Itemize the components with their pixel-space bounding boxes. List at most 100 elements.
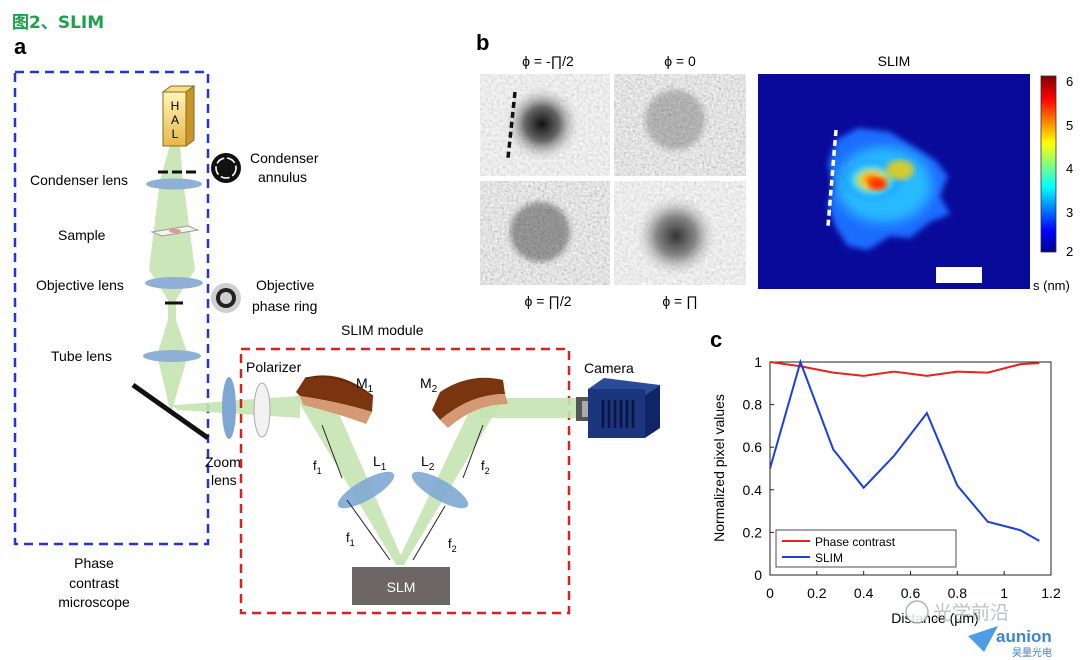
m2-letter: M <box>420 375 432 391</box>
f2-lower-label: f2 <box>448 536 457 554</box>
beam-m1-slm <box>295 393 405 565</box>
series-line-slim <box>769 358 1040 542</box>
phase-label-minus-half-pi: ϕ = -∏/2 <box>522 53 574 69</box>
m2-subscript: 2 <box>432 384 438 395</box>
sample-spot <box>169 229 181 233</box>
panel-b-letter: b <box>476 30 489 55</box>
microscope-caption-2: contrast <box>69 575 119 591</box>
microscope-caption-1: Phase <box>74 555 114 571</box>
x-tick-label: 0.6 <box>901 585 921 601</box>
condenser-annulus-label-1: Condenser <box>250 150 319 166</box>
y-axis-label: Normalized pixel values <box>711 394 727 542</box>
zoom-lens-shape <box>222 377 236 439</box>
phase-ring-label-1: Objective <box>256 277 315 293</box>
camera-shape <box>576 378 660 438</box>
f1-lower-letter: f <box>346 530 350 545</box>
hal-letter-l: L <box>172 127 179 141</box>
mirror-m2 <box>432 377 508 428</box>
l2-letter: L <box>421 453 429 469</box>
lens-l2-shape <box>411 471 469 509</box>
condenser-annulus-icon <box>211 153 241 183</box>
y-tick-label: 0.8 <box>743 397 763 413</box>
panel-b: b ϕ = -∏/2 ϕ = 0 ϕ = ∏/2 ϕ = ∏ SLIM <box>476 30 1073 309</box>
x-tick-label: 0 <box>766 585 774 601</box>
sample-label: Sample <box>58 227 106 243</box>
condenser-lens-shape <box>146 178 202 190</box>
f1-upper-letter: f <box>313 458 317 473</box>
phase-image-minus-half-pi <box>480 74 610 176</box>
f1-lower-subscript: 1 <box>350 538 355 548</box>
m2-label: M2 <box>420 375 438 395</box>
tube-lens-shape <box>143 350 201 362</box>
f2-lower-subscript: 2 <box>452 544 457 554</box>
objective-lens-label: Objective lens <box>36 277 124 293</box>
slim-module-label: SLIM module <box>341 322 424 338</box>
watermark-brand: aunion <box>996 627 1052 646</box>
condenser-lens-label: Condenser lens <box>30 172 128 188</box>
tube-lens-label: Tube lens <box>51 348 112 364</box>
x-tick-label: 0.8 <box>948 585 968 601</box>
panel-c-letter: c <box>710 327 722 352</box>
f2-upper-letter: f <box>481 458 485 473</box>
mirror-m1 <box>296 375 374 424</box>
zoom-lens-label-2: lens <box>211 472 237 488</box>
y-tick-label: 0.4 <box>743 482 763 498</box>
x-tick-label: 1.2 <box>1041 585 1061 601</box>
hal-lamp: H A L <box>161 85 196 147</box>
f1-upper-subscript: 1 <box>317 466 322 476</box>
phase-label-half-pi: ϕ = ∏/2 <box>525 293 572 309</box>
y-tick-label: 0.2 <box>743 524 763 540</box>
figure-title: 图2、SLIM <box>12 13 105 33</box>
objective-phase-ring-icon <box>211 283 241 313</box>
l2-label: L2 <box>421 453 435 473</box>
f2-lower-letter: f <box>448 536 452 551</box>
focal-arrows <box>321 424 484 561</box>
watermark-wechat-text: 光学前沿 <box>933 602 1009 624</box>
l1-letter: L <box>373 453 381 469</box>
slm-device <box>352 567 450 605</box>
l2-subscript: 2 <box>429 462 435 473</box>
colorbar <box>1040 75 1057 253</box>
y-tick-label: 0.6 <box>743 439 763 455</box>
colorbar-tick-4: 4 <box>1066 161 1073 176</box>
colorbar-tick-2: 2 <box>1066 244 1073 259</box>
polarizer-shape <box>253 382 271 438</box>
colorbar-tick-3: 3 <box>1066 205 1073 220</box>
series-line-phase-contrast <box>769 361 1040 377</box>
m1-label: M1 <box>356 375 374 395</box>
colorbar-tick-6: 6 <box>1066 74 1073 89</box>
slim-map-title: SLIM <box>878 53 911 69</box>
aunion-logo-icon <box>968 626 998 652</box>
zoom-lens-label-1: Zoom <box>205 454 241 470</box>
x-tick-label: 1 <box>1000 585 1008 601</box>
slm-label: SLM <box>387 579 416 595</box>
beam-slm-m2 <box>396 393 505 565</box>
panel-a: a H A L Condenser annulus Condenser lens… <box>13 34 660 615</box>
phase-image-half-pi <box>480 181 610 285</box>
microscope-caption-3: microscope <box>58 594 130 610</box>
hal-letter-h: H <box>171 99 180 113</box>
f1-lower-label: f1 <box>346 530 355 548</box>
watermark: 光学前沿 aunion 昊量光电 <box>905 600 1052 659</box>
f1-upper-label: f1 <box>313 458 322 476</box>
legend-label-phase-contrast: Phase contrast <box>815 535 896 549</box>
slim-map <box>758 74 1030 289</box>
polarizer-label: Polarizer <box>246 359 302 375</box>
m1-subscript: 1 <box>368 384 374 395</box>
phase-label-zero: ϕ = 0 <box>664 53 696 69</box>
m1-letter: M <box>356 375 368 391</box>
condenser-annulus-label-2: annulus <box>258 169 307 185</box>
x-tick-label: 0.4 <box>854 585 874 601</box>
y-tick-label: 0 <box>754 567 762 583</box>
camera-label: Camera <box>584 360 634 376</box>
lens-l1-shape <box>337 471 395 509</box>
hal-letter-a: A <box>171 113 179 127</box>
phase-image-zero <box>614 74 746 176</box>
slim-module-box <box>239 347 571 615</box>
legend-box <box>775 529 957 568</box>
microscope-box <box>13 70 210 546</box>
wechat-icon <box>905 600 929 624</box>
